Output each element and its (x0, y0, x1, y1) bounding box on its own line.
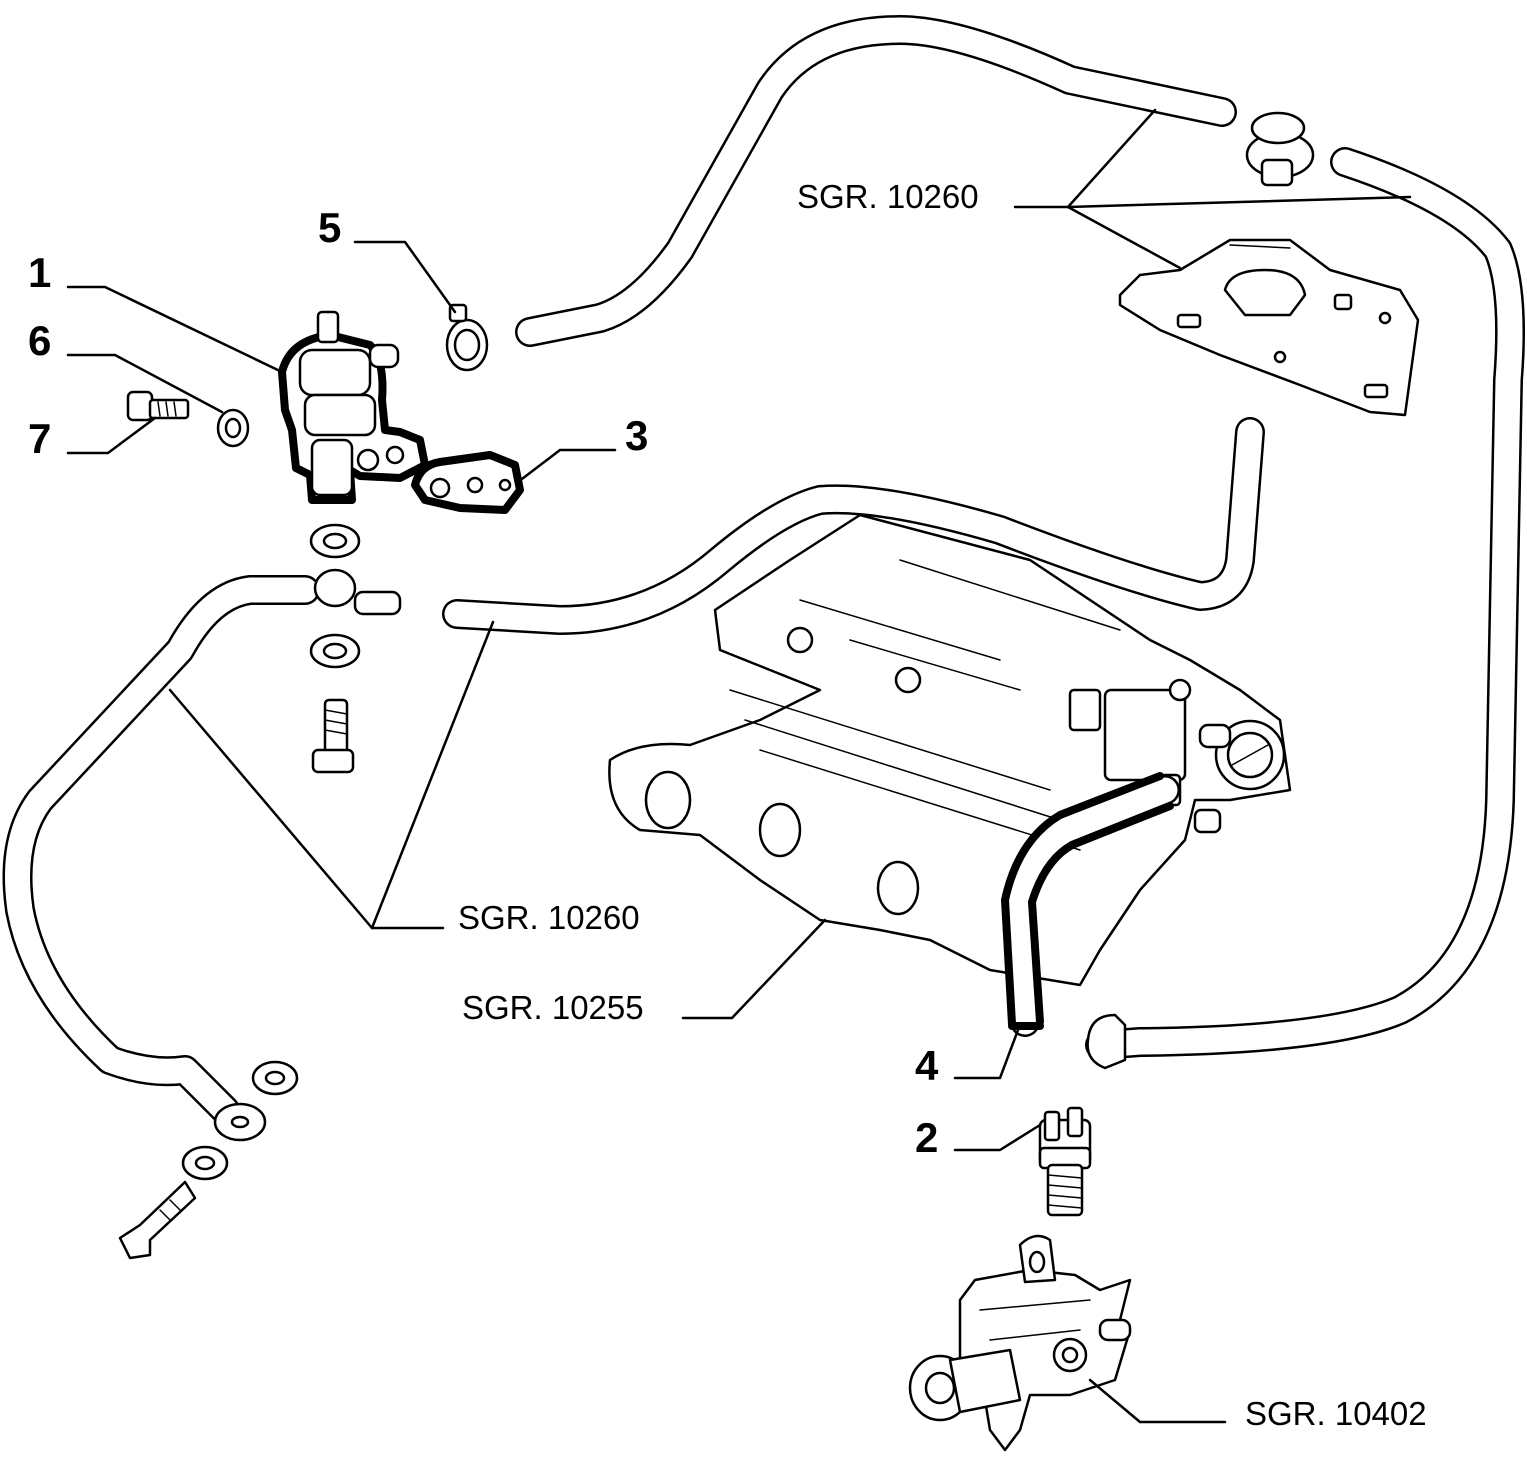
callout-4: 4 (915, 1042, 939, 1089)
item-1-air-valve (278, 310, 429, 504)
callout-1: 1 (28, 249, 52, 296)
hose-end-fittings (118, 1060, 299, 1260)
callout-3: 3 (625, 412, 649, 459)
leader-lines (66, 108, 1412, 1424)
middle-hose (442, 417, 1265, 635)
item-4-hose (1001, 772, 1180, 1037)
callout-6: 6 (28, 317, 52, 364)
intake-manifold (608, 513, 1292, 987)
callout-5: 5 (318, 204, 342, 251)
top-right-cap (1245, 111, 1315, 187)
ref-sgr-10260-top: SGR. 10260 (797, 178, 979, 215)
item-6-washer (216, 408, 250, 448)
item-2-sensor (1038, 1106, 1092, 1217)
thermostat-housing (908, 1234, 1132, 1452)
ref-sgr-10255: SGR. 10255 (462, 989, 644, 1026)
callout-7: 7 (28, 415, 52, 462)
callout-2: 2 (915, 1114, 939, 1161)
top-left-hose (515, 15, 1237, 347)
item-3-gasket (411, 451, 524, 514)
item-7-bolt (126, 390, 190, 422)
valve-small-parts (309, 523, 402, 774)
right-long-hose (1085, 147, 1525, 1060)
mounting-bracket (1118, 238, 1420, 417)
ref-sgr-10260-left: SGR. 10260 (458, 899, 640, 936)
ref-sgr-10402: SGR. 10402 (1245, 1395, 1427, 1432)
item-5-hose-clip (445, 303, 489, 372)
hose-end-lower-right (1086, 1013, 1127, 1070)
left-long-hose (2, 575, 320, 1125)
